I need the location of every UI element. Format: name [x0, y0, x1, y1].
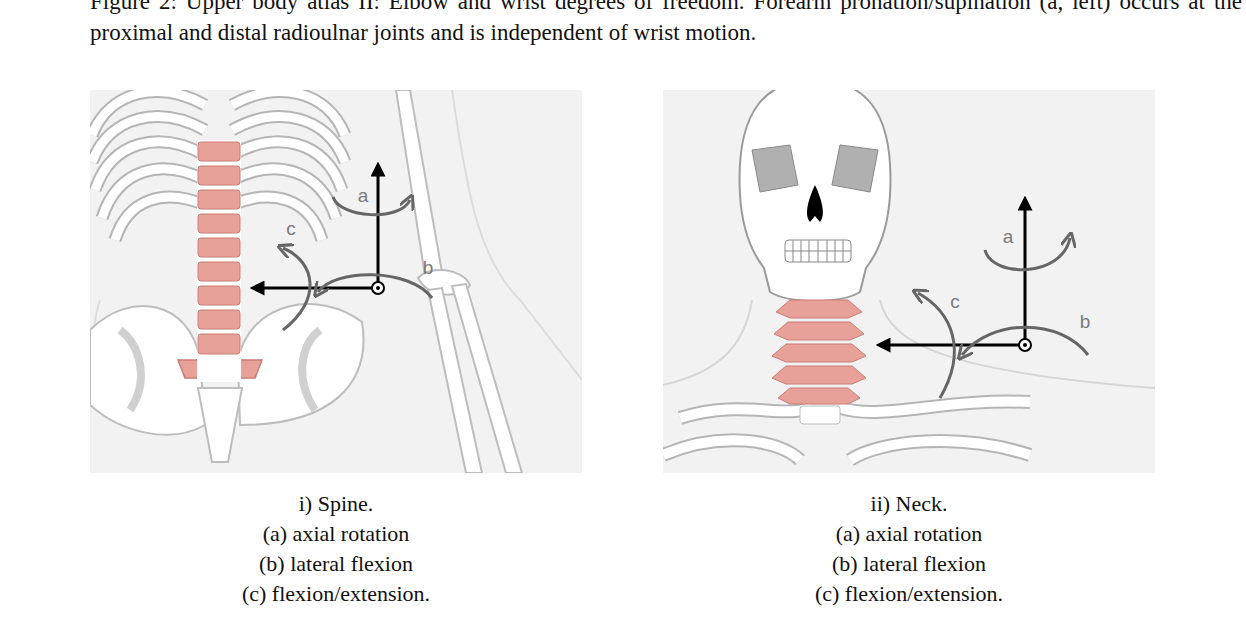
subfigure-caption: (a) axial rotation: [263, 521, 410, 547]
axis-label: b: [423, 257, 434, 279]
vertebra: [772, 366, 866, 384]
vertebra: [198, 238, 240, 257]
axis-label: c: [950, 291, 960, 313]
subfigure-caption: ii) Neck.: [871, 491, 948, 517]
subfigure-caption: (b) lateral flexion: [259, 551, 413, 577]
axis-origin-dot: [376, 286, 380, 290]
vertebra: [198, 286, 240, 305]
disc-column: [197, 140, 241, 382]
vertebra: [198, 334, 240, 354]
axis-label: a: [358, 185, 369, 207]
rib: [92, 92, 345, 240]
vertebra: [198, 310, 240, 329]
clavicle: [663, 402, 1030, 460]
axis-origin: [1019, 339, 1031, 351]
vertebra: [772, 344, 866, 362]
axis-origin: [372, 282, 384, 294]
axis-label: b: [1080, 311, 1091, 333]
body-silhouette: [663, 300, 1155, 388]
rotation-arrow: [918, 293, 954, 398]
vertebra: [198, 190, 240, 209]
humerus: [396, 90, 442, 282]
rib-outline: [92, 92, 345, 240]
rotation-arrow: [283, 248, 310, 330]
rotation-arrow: [962, 327, 1088, 355]
subfigure-caption: i) Spine.: [299, 491, 374, 517]
subfigure-caption: (b) lateral flexion: [832, 551, 986, 577]
vertebra: [198, 142, 240, 161]
pelvis-shade: [120, 330, 141, 410]
vertebra: [198, 166, 240, 185]
panel-background: [90, 90, 582, 473]
eye-socket: [832, 145, 878, 192]
figure-caption: Figure 2: Upper body atlas II: Elbow and…: [90, 0, 1242, 48]
rotation-arrow: [333, 197, 410, 215]
axis-label: a: [1003, 226, 1014, 248]
panel-background: [663, 90, 1155, 473]
neck-illustration: [663, 90, 1155, 460]
rotation-arrow: [985, 238, 1070, 270]
sacrum: [198, 388, 242, 462]
vertebra: [774, 322, 864, 340]
skull: [740, 90, 891, 301]
axis-origin-dot: [1023, 343, 1027, 347]
subfigure-caption: (a) axial rotation: [836, 521, 983, 547]
vertebra: [776, 300, 862, 318]
teeth: [785, 240, 851, 262]
vertebra-thoracic: [800, 406, 840, 424]
radius: [452, 284, 522, 473]
clavicle-outline: [663, 402, 1030, 460]
pelvis-shade: [302, 330, 320, 410]
vertebra: [778, 388, 860, 404]
axis-arrow: [254, 287, 378, 290]
subfigure-caption: (c) flexion/extension.: [815, 581, 1003, 607]
rotation-arrow: [318, 275, 432, 298]
subfigure-caption: (c) flexion/extension.: [242, 581, 430, 607]
eye-socket: [752, 145, 798, 192]
vertebra: [198, 214, 240, 233]
spine-illustration: [90, 90, 582, 473]
axis-label: c: [286, 218, 296, 240]
teeth-lines: [785, 240, 851, 262]
vertebra: [198, 262, 240, 281]
axis-arrow: [1024, 200, 1027, 345]
nasal-cavity: [807, 185, 823, 222]
axis-arrow: [377, 166, 380, 288]
